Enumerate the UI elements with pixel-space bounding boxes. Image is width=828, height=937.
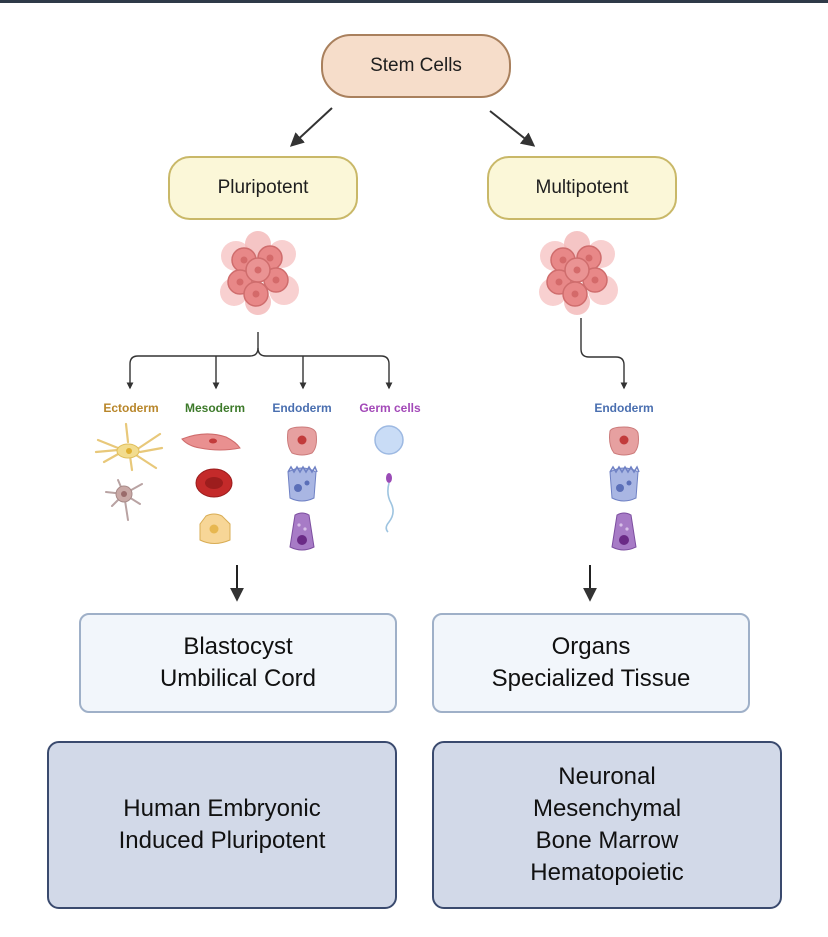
mesoderm-label: Mesoderm	[184, 401, 246, 415]
stem-cells-node: Stem Cells	[321, 34, 511, 98]
multipotent-cell-cluster-icon	[538, 230, 619, 316]
source-line: Blastocyst	[183, 633, 293, 660]
multipotent-label: Multipotent	[535, 177, 629, 198]
type-line: Hematopoietic	[530, 859, 684, 886]
multipotent-sources-box: Organs Specialized Tissue	[432, 613, 750, 713]
ectoderm-label: Ectoderm	[103, 401, 159, 415]
arrow-stem-to-pluripotent	[289, 107, 333, 147]
multipotent-types-box: Neuronal Mesenchymal Bone Marrow Hematop…	[432, 741, 782, 909]
pluripotent-cell-cluster-icon	[219, 230, 300, 316]
endoderm-secretory-cell-icon	[289, 512, 315, 551]
pluripotent-types-box: Human Embryonic Induced Pluripotent	[47, 741, 397, 909]
pluripotent-node: Pluripotent	[168, 156, 358, 220]
mesoderm-red-blood-cell-icon	[195, 468, 233, 498]
germ-cell-sperm-icon	[385, 473, 394, 533]
endoderm-epithelial-cell-icon	[287, 466, 318, 502]
stem-cells-label: Stem Cells	[370, 55, 462, 76]
mesoderm-fat-cell-icon	[199, 513, 231, 544]
multipotent-secretory-cell-icon	[611, 512, 637, 551]
germ-cells-label: Germ cells	[359, 401, 421, 415]
type-line: Neuronal	[558, 763, 656, 790]
type-line: Induced Pluripotent	[118, 827, 326, 854]
ectoderm-neuron-icon	[94, 422, 164, 472]
germ-cell-egg-icon	[374, 425, 404, 455]
multipotent-node: Multipotent	[487, 156, 677, 220]
multipotent-endoderm-cell-icon	[609, 426, 639, 456]
source-line: Umbilical Cord	[159, 665, 317, 692]
multipotent-endoderm-label: Endoderm	[594, 401, 654, 415]
multipotent-epithelial-cell-icon	[609, 466, 640, 502]
endoderm-label: Endoderm	[272, 401, 332, 415]
pluripotent-sources-box: Blastocyst Umbilical Cord	[79, 613, 397, 713]
arrow-stem-to-multipotent	[489, 110, 536, 147]
mesoderm-muscle-cell-icon	[181, 433, 241, 451]
pluripotent-label: Pluripotent	[217, 177, 309, 198]
endoderm-cell-icon	[287, 426, 317, 456]
ectoderm-glial-cell-icon	[105, 479, 143, 521]
type-line: Human Embryonic	[123, 795, 321, 822]
source-line: Specialized Tissue	[491, 665, 691, 692]
type-line: Bone Marrow	[535, 827, 679, 854]
top-border	[0, 0, 828, 3]
source-line: Organs	[551, 633, 631, 660]
type-line: Mesenchymal	[532, 795, 682, 822]
